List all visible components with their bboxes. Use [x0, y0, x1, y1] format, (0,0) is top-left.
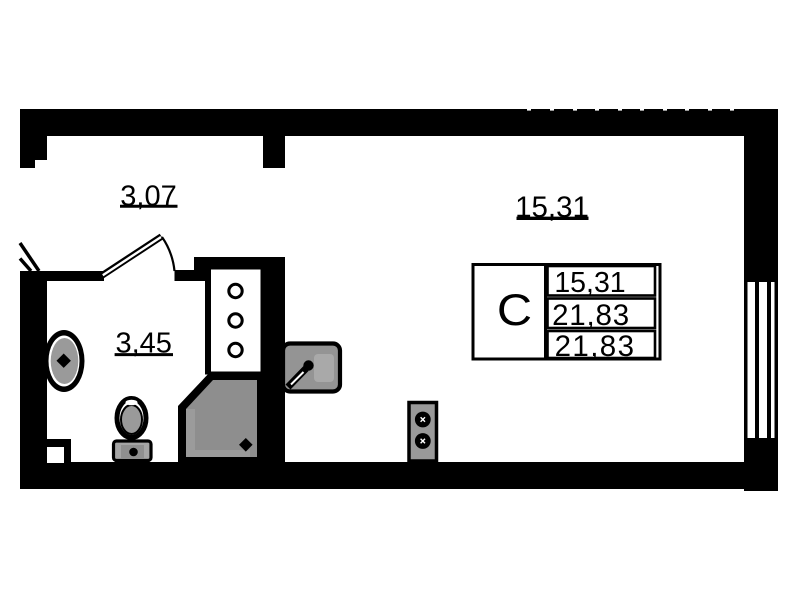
- svg-text:21,83: 21,83: [555, 330, 636, 363]
- svg-text:15,31: 15,31: [554, 267, 625, 299]
- svg-text:21,83: 21,83: [552, 299, 630, 332]
- svg-text:C: C: [497, 285, 532, 335]
